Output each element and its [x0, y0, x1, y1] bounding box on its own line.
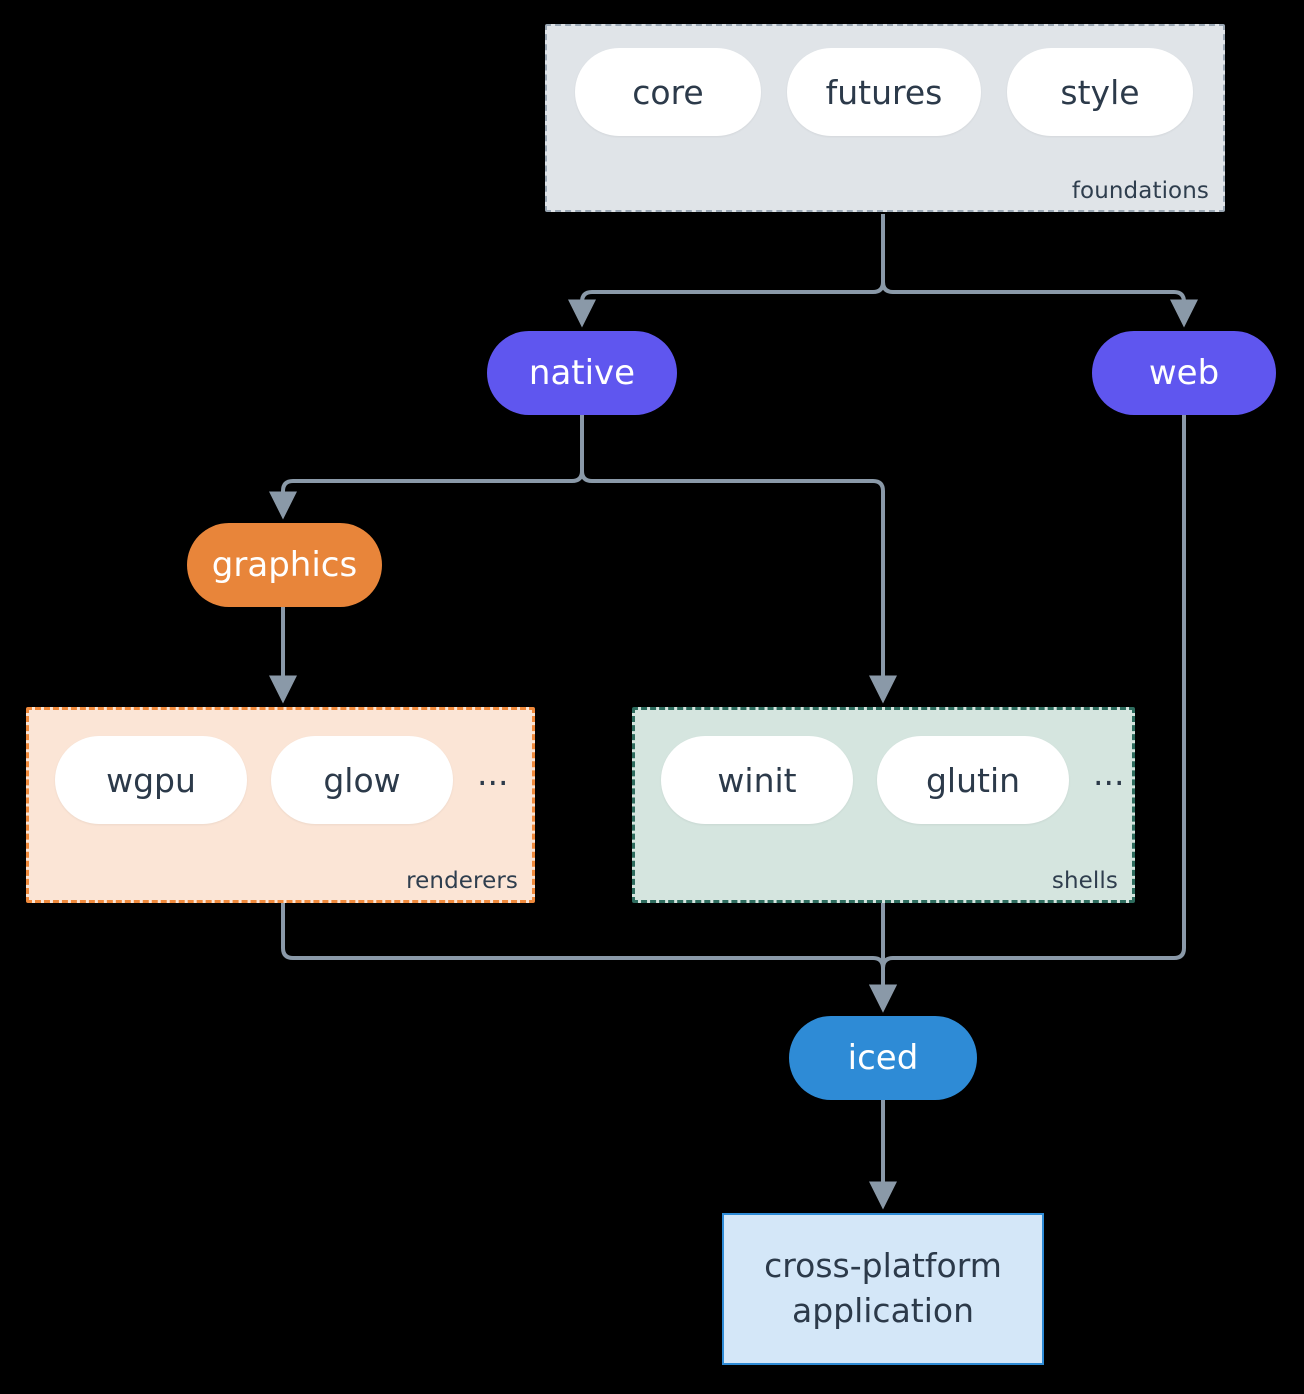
shells-ellipsis: ...	[1093, 753, 1125, 793]
node-native[interactable]: native	[487, 331, 677, 415]
shells-node-row: winit glutin ...	[661, 736, 1124, 824]
cluster-foundations: core futures style foundations	[545, 24, 1225, 212]
cluster-label-shells: shells	[1051, 868, 1118, 894]
cluster-renderers: wgpu glow ... renderers	[26, 707, 535, 903]
edge-renderers-iced	[281, 903, 897, 1013]
application-line-2: application	[791, 1291, 975, 1330]
edge-native-graphics	[269, 415, 584, 520]
node-web[interactable]: web	[1092, 331, 1276, 415]
application-line-1: cross-platform	[764, 1246, 1002, 1286]
node-futures[interactable]: futures	[787, 48, 981, 136]
cluster-shells: winit glutin ... shells	[632, 707, 1135, 903]
node-wgpu[interactable]: wgpu	[55, 736, 247, 824]
node-style[interactable]: style	[1007, 48, 1193, 136]
renderers-ellipsis: ...	[477, 753, 509, 793]
foundations-node-row: core futures style	[575, 48, 1193, 136]
node-winit[interactable]: winit	[661, 736, 853, 824]
edge-foundations-web	[881, 214, 1198, 328]
node-cross-platform-application[interactable]: cross-platform application	[722, 1213, 1044, 1365]
edge-foundations-native	[568, 214, 885, 328]
node-glutin[interactable]: glutin	[877, 736, 1069, 824]
node-glow[interactable]: glow	[271, 736, 453, 824]
cluster-label-foundations: foundations	[1071, 178, 1209, 204]
node-core[interactable]: core	[575, 48, 761, 136]
edge-native-shells	[580, 415, 897, 704]
node-iced[interactable]: iced	[789, 1016, 977, 1100]
renderers-node-row: wgpu glow ...	[55, 736, 508, 824]
cluster-label-renderers: renderers	[406, 868, 518, 894]
node-graphics[interactable]: graphics	[187, 523, 382, 607]
